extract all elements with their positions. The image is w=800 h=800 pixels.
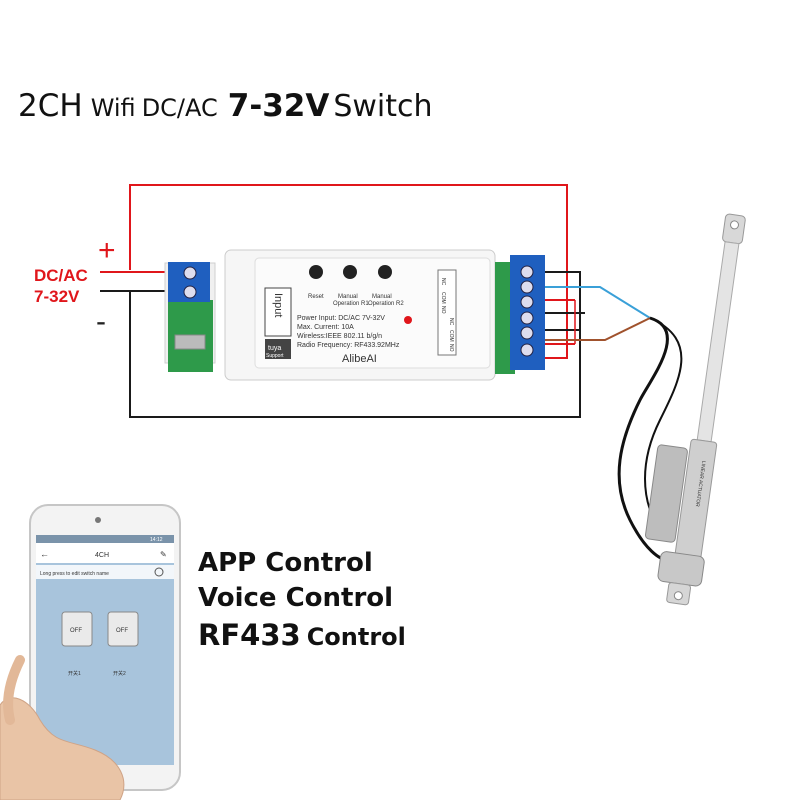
voltage-label: 7-32V [34,287,80,306]
support-label: Support [266,353,284,359]
black-wire-loop [129,271,581,418]
app-control-text: APP Control [198,548,373,578]
title-wifi: Wifi [90,94,136,122]
actuator-cable [617,316,669,562]
terminal-label: COM [440,292,446,304]
terminal-label: NO [440,306,446,314]
red-wire-loop [129,184,568,359]
status-time: 14:12 [150,537,163,543]
off-button-2 [107,611,139,647]
control-label: Control [306,623,406,651]
button-label-3b: Operation R2 [368,301,404,307]
actuator-cable-loop [644,317,683,531]
title-channels: 2CH [18,88,83,124]
spec-line: Wireless:IEEE 802.11 b/g/n [297,333,382,340]
off-label: OFF [70,628,82,634]
brown-motor-lead [545,317,651,341]
terminal-label: NO [448,344,454,352]
rf433-label: RF433 [198,618,301,652]
terminal-label: NC [440,278,446,286]
actuator-rod [696,241,740,443]
actuator-motor [644,444,688,543]
title-voltage: 7-32V [227,88,330,124]
off-button-1 [61,611,93,647]
voice-control-text: Voice Control [198,583,394,613]
switch-caption: 开关2 [113,670,126,677]
terminal-label: COM [448,330,454,342]
off-label: OFF [116,628,128,634]
hand [0,697,125,800]
reset-button [309,265,323,279]
switch-module: Input tuya Support Reset Manual Operatio… [164,249,545,381]
title-dcac: DC/AC [141,94,218,122]
tuya-label: tuya [268,345,281,352]
phone-header-title: 4CH [95,552,109,559]
button-label-2b: Operation R1 [333,301,369,307]
button-label-2a: Manual [338,294,358,300]
phone: 14:12 ← 4CH ✎ Long press to edit switch … [0,504,181,800]
linear-actuator: LINEAR ACTUATOR [644,213,746,606]
terminal-label: NC [448,318,454,326]
manual-r2-button [378,265,392,279]
spec-line: Power Input: DC/AC 7V-32V [297,315,385,322]
usb-port [174,334,206,350]
plus-label: + [98,234,116,267]
input-label: Input [272,293,284,317]
manual-r1-button [343,265,357,279]
back-icon: ← [40,549,49,559]
spec-line: Radio Frequency: RF433.92MHz [297,342,400,349]
button-label-3a: Manual [372,294,392,300]
blue-motor-lead [545,286,651,319]
led-indicator [404,316,412,324]
dcac-label: DC/AC [34,266,88,285]
phone-hint: Long press to edit switch name [40,571,109,577]
spec-line: Max. Current: 10A [297,324,354,331]
button-label-1: Reset [308,294,324,300]
edit-icon: ✎ [160,550,167,559]
brand-label: AlibeAI [342,353,377,365]
minus-label: - [96,305,106,338]
switch-caption: 开关1 [68,670,81,677]
title-switch: Switch [333,89,433,124]
